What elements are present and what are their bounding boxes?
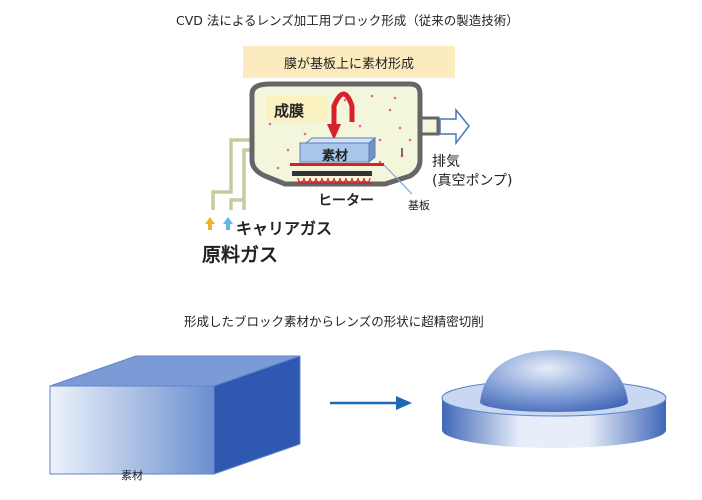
carrier-gas-label: キャリアガス [236, 219, 333, 238]
pump-label: (真空ポンプ) [432, 173, 513, 189]
material-label-small: 素材 [322, 149, 349, 164]
heater-label: ヒーター [318, 193, 374, 209]
film-arrow-head [327, 124, 341, 140]
process-arrow-icon [330, 396, 412, 410]
lens-shape [441, 350, 667, 448]
heater-coil [297, 177, 371, 183]
machining-process-diagram [49, 350, 667, 475]
heater-plate [292, 171, 372, 176]
top-title: CVD 法によるレンズ加工用ブロック形成（従来の製造技術） [176, 13, 519, 28]
material-block-small [299, 136, 377, 164]
film-label-bg [266, 96, 328, 122]
material-label-large: 素材 [121, 469, 143, 482]
banner-text: 膜が基板上に素材形成 [283, 57, 414, 72]
raw-gas-label: 原料ガス [202, 244, 279, 266]
substrate-label: 基板 [408, 199, 430, 212]
film-arrow [331, 91, 355, 128]
material-block-large [49, 355, 301, 475]
carrier-gas-arrow-icon [223, 217, 233, 230]
banner [243, 46, 455, 78]
gas-pipes [211, 138, 259, 210]
exhaust-arrow-icon [439, 107, 470, 146]
raw-gas-arrow-icon [205, 217, 215, 230]
substrate [290, 163, 384, 166]
substrate-pointer [383, 164, 413, 195]
exhaust-label: 排気 [432, 154, 460, 170]
film-label: 成膜 [274, 102, 305, 120]
bottom-title: 形成したブロック素材からレンズの形状に超精密切削 [184, 314, 484, 329]
cvd-apparatus-diagram [205, 81, 470, 230]
